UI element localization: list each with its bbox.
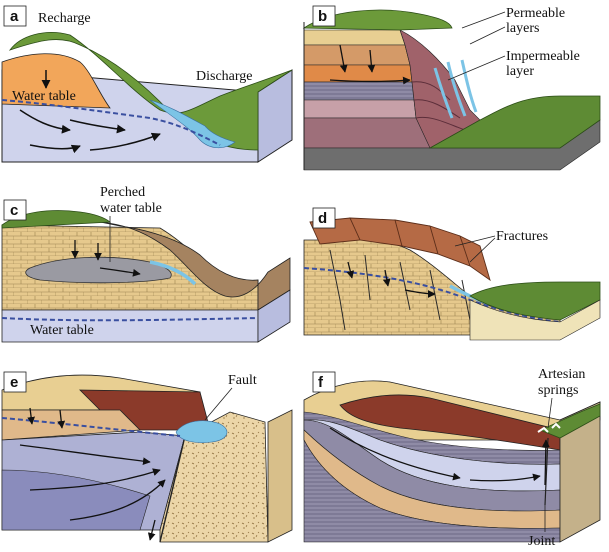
panel-b-letter-box	[312, 5, 336, 27]
panel-f-flow-arrow	[329, 427, 461, 481]
panel-d-flow-arrow	[404, 289, 436, 298]
panel-f-letter: f	[318, 374, 324, 391]
panel-e-aquifer-dark	[1, 469, 151, 531]
panel-b-impermeable-label-2: layer	[506, 64, 534, 79]
panel-e-flow-arrow	[69, 479, 166, 521]
panel-b-permeable-leader	[461, 11, 506, 29]
panel-e-flow-arrow	[19, 444, 151, 466]
panel-c-perched-water	[149, 260, 197, 286]
panel-e-water-table-line	[1, 417, 181, 437]
panel-b-permeable-label-1: Permeable	[506, 6, 565, 21]
panel-f-artesian-label-1: Artesian	[538, 367, 585, 382]
panel-c-flow-arrow	[99, 267, 141, 277]
panel-a-letter-box	[3, 5, 27, 27]
panel-a-flow-arrow	[69, 119, 126, 134]
panel-d-fractures-leader	[454, 235, 496, 247]
panel-b-layer-orange	[303, 64, 413, 83]
panel-f-artesian-label-2: springs	[538, 383, 578, 398]
panel-e-fault-line	[159, 435, 186, 543]
panel-e-flow-arrow	[57, 409, 66, 429]
panel-d-flow-arrow	[382, 269, 391, 287]
panel-c-letter-box	[3, 199, 27, 221]
panel-f-joint-label: Joint	[528, 534, 555, 549]
panel-b-letter: b	[318, 8, 327, 25]
panel-a-discharge-water	[149, 99, 236, 149]
panel-f-base	[303, 439, 561, 543]
panel-b-lowland	[428, 95, 601, 149]
panel-c-perched-label-1: Perched	[100, 185, 145, 200]
panel-a-flow-arrow	[89, 132, 161, 151]
panel-e-fault-leader	[204, 387, 233, 421]
panel-b-flow-arrow	[339, 44, 348, 73]
panel-b-permeable-label-2: layers	[506, 21, 539, 36]
panel-b-flow-arrow	[329, 76, 411, 85]
panel-a-letter: a	[10, 8, 19, 25]
panel-c-lower-side	[257, 289, 291, 343]
panel-b-layer-mauve	[303, 117, 431, 149]
panel-b-layer-impermeable	[303, 81, 415, 101]
panel-c: c Perched water table Water table	[1, 185, 291, 343]
panel-b-flow-arrow	[367, 49, 376, 73]
panel-a-discharge-label: Discharge	[196, 69, 253, 84]
panel-b-permeable-leader	[469, 26, 506, 45]
panel-c-water-table-line	[1, 317, 259, 322]
panel-c-letter: c	[10, 202, 18, 219]
panel-b-layer-pink	[303, 99, 417, 119]
panel-f-spring-burst	[537, 422, 561, 433]
panel-b-layer-tan	[303, 29, 406, 46]
panel-f-joint-line	[544, 437, 549, 506]
panel-a-soil	[1, 53, 111, 109]
panel-f-veg	[538, 403, 601, 439]
panel-e-letter: e	[10, 374, 18, 391]
panel-b-spring	[433, 59, 478, 119]
panel-a-hill	[8, 32, 293, 151]
panel-c-slope	[99, 221, 291, 311]
panel-a-flow-arrow	[19, 109, 71, 134]
panel-d-lowland	[469, 281, 601, 321]
panel-d-blocks	[309, 217, 491, 282]
panel-e: e Fault	[1, 371, 293, 543]
panel-c-perched-label-2: water table	[100, 201, 162, 216]
panel-d-fractures-leader	[469, 237, 496, 263]
panel-d-letter: d	[318, 210, 327, 227]
panel-f-side	[559, 401, 601, 543]
panel-a-water-table-label: Water table	[12, 89, 76, 104]
panel-b-impermeable-label-1: Impermeable	[506, 49, 580, 64]
panel-a-recharge-label: Recharge	[38, 11, 91, 26]
panel-e-letter-box	[3, 371, 27, 393]
panel-e-flow-arrow	[29, 468, 161, 491]
panel-e-fault-label: Fault	[228, 373, 257, 388]
panel-f: f Artesian springs Joint	[303, 367, 601, 549]
panel-e-spring-pool	[175, 420, 228, 443]
panel-b: b Permeable layers Impermeable layer	[302, 5, 601, 171]
panel-c-water-table-label: Water table	[30, 323, 94, 338]
panel-b-impermeable-leader	[447, 55, 506, 81]
panel-d-sand	[469, 299, 601, 341]
panel-d-letter-box	[312, 207, 336, 229]
panel-d: d Fractures	[303, 207, 601, 341]
panel-a-water-table-line	[1, 99, 221, 146]
panel-f-letter-box	[312, 371, 336, 393]
panel-f-flow-arrow	[541, 439, 550, 486]
panel-e-side	[267, 409, 293, 543]
panel-e-fault-arrow	[147, 519, 156, 541]
panel-d-fractures-label: Fractures	[496, 229, 548, 244]
panel-a-flow-arrow	[29, 144, 81, 154]
panel-f-flow-arrow	[469, 473, 541, 482]
panel-f-artesian-leader	[547, 397, 553, 429]
panel-e-flow-arrow	[27, 407, 35, 425]
panel-f-red-bed	[339, 394, 561, 451]
panel-d-fracture-lines	[329, 249, 471, 331]
panel-a: a Recharge Discharge Water table	[1, 5, 293, 163]
panel-e-tan-bed	[1, 409, 141, 441]
panel-b-layer-brown	[303, 44, 411, 66]
panel-d-flow-arrow	[346, 261, 355, 279]
panel-b-cliff-stripes	[411, 81, 466, 131]
